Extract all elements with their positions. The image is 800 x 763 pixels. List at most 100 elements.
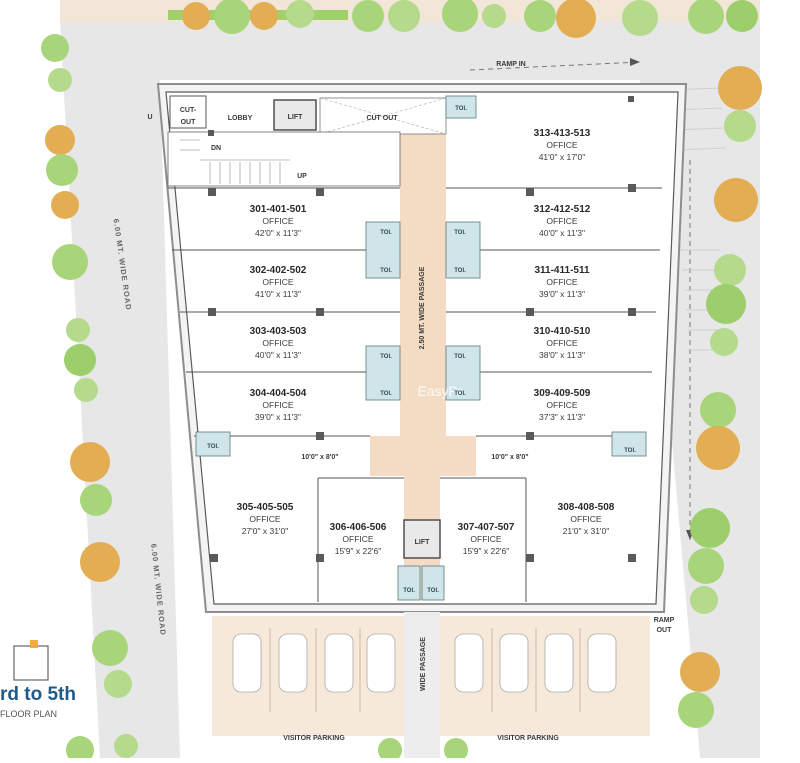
unit-307-number: 307-407-507 bbox=[458, 522, 515, 533]
cut-out-label-2: OUT bbox=[181, 119, 197, 126]
unit-308-type: OFFICE bbox=[570, 514, 601, 524]
visitor-parking-right: VISITOR PARKING bbox=[497, 735, 559, 742]
toilet-label-13: TOI. bbox=[427, 588, 439, 594]
unit-305-type: OFFICE bbox=[249, 514, 280, 524]
legend-marker bbox=[30, 640, 38, 648]
structural-columns bbox=[208, 96, 636, 562]
unit-303-size: 40'0" x 11'3" bbox=[255, 350, 301, 360]
ramp-out-label-2: OUT bbox=[657, 627, 673, 634]
unit-307-size: 15'9" x 22'6" bbox=[463, 546, 510, 556]
unit-303: 303-403-503 OFFICE 40'0" x 11'3" bbox=[250, 326, 307, 360]
lift-bottom-label: LIFT bbox=[415, 539, 430, 546]
unit-312: 312-412-512 OFFICE 40'0" x 11'3" bbox=[534, 204, 591, 238]
floor-title: rd to 5th bbox=[0, 684, 76, 705]
lift-bottom bbox=[403, 519, 441, 559]
toilet-label-12: TOI. bbox=[403, 588, 415, 594]
u-mark: U bbox=[147, 114, 152, 121]
unit-313-number: 313-413-513 bbox=[534, 128, 591, 139]
ramp-in-label: RAMP IN bbox=[496, 61, 525, 68]
dn-label: DN bbox=[211, 145, 221, 152]
unit-301: 301-401-501 OFFICE 42'0" x 11'3" bbox=[250, 204, 307, 238]
unit-312-size: 40'0" x 11'3" bbox=[539, 228, 585, 238]
toilet-label-8: TOI. bbox=[454, 354, 466, 360]
ramp-out-label-1: RAMP bbox=[654, 617, 675, 624]
unit-306-size: 15'9" x 22'6" bbox=[335, 546, 382, 556]
bottom-passage bbox=[404, 612, 440, 758]
unit-306-type: OFFICE bbox=[342, 534, 373, 544]
toilet-label-7: TOI. bbox=[380, 391, 392, 397]
unit-313-size: 41'0" x 17'0" bbox=[539, 152, 586, 162]
unit-302-size: 41'0" x 11'3" bbox=[255, 289, 301, 299]
central-passage bbox=[200, 132, 476, 600]
unit-301-type: OFFICE bbox=[262, 216, 293, 226]
unit-310-number: 310-410-510 bbox=[534, 326, 591, 337]
unit-311: 311-411-511 OFFICE 39'0" x 11'3" bbox=[534, 265, 589, 299]
toilet-label-6: TOI. bbox=[380, 354, 392, 360]
toilet-label-9: TOI. bbox=[454, 391, 466, 397]
unit-309-number: 309-409-509 bbox=[534, 388, 591, 399]
lobby-label: LOBBY bbox=[228, 115, 253, 122]
unit-310: 310-410-510 OFFICE 38'0" x 11'3" bbox=[534, 326, 591, 360]
lift-top-label: LIFT bbox=[288, 114, 303, 121]
unit-312-number: 312-412-512 bbox=[534, 204, 591, 215]
unit-304-number: 304-404-504 bbox=[250, 388, 307, 399]
unit-302-number: 302-402-502 bbox=[250, 265, 307, 276]
cut-out-label-1: CUT- bbox=[180, 107, 197, 114]
unit-304-size: 39'0" x 11'3" bbox=[255, 412, 301, 422]
unit-308-size: 21'0" x 31'0" bbox=[563, 526, 610, 536]
unit-313: 313-413-513 OFFICE 41'0" x 17'0" bbox=[534, 128, 591, 162]
legend-floor-icon bbox=[13, 645, 49, 681]
unit-310-type: OFFICE bbox=[546, 338, 577, 348]
lift-top bbox=[273, 99, 317, 131]
unit-305-number: 305-405-505 bbox=[237, 502, 294, 513]
corridor-right-size: 10'0" x 8'0" bbox=[491, 454, 528, 461]
unit-306: 306-406-506 OFFICE 15'9" x 22'6" bbox=[330, 522, 387, 556]
stair-block bbox=[167, 131, 401, 187]
ramp-in-arrow bbox=[630, 58, 640, 66]
cut-out-box bbox=[169, 95, 207, 129]
trees bbox=[41, 0, 762, 763]
unit-302-type: OFFICE bbox=[262, 277, 293, 287]
unit-310-size: 38'0" x 11'3" bbox=[539, 350, 585, 360]
toilet-label-10: TOI. bbox=[207, 444, 219, 450]
toilet-label-11: TOI. bbox=[624, 448, 636, 454]
floor-subtitle: FLOOR PLAN bbox=[0, 709, 58, 719]
unit-304-type: OFFICE bbox=[262, 400, 293, 410]
unit-307-type: OFFICE bbox=[470, 534, 501, 544]
unit-311-number: 311-411-511 bbox=[534, 265, 589, 276]
toilet-blocks bbox=[195, 95, 647, 601]
cut-out-top-label: CUT OUT bbox=[366, 115, 398, 122]
toilet-label-4: TOI. bbox=[454, 230, 466, 236]
unit-309-size: 37'3" x 11'3" bbox=[539, 412, 585, 422]
unit-306-number: 306-406-506 bbox=[330, 522, 387, 533]
visitor-parking-left: VISITOR PARKING bbox=[283, 735, 345, 742]
passage-vertical-label: 2.50 MT. WIDE PASSAGE bbox=[419, 266, 426, 349]
unit-308: 308-408-508 OFFICE 21'0" x 31'0" bbox=[558, 502, 615, 536]
unit-301-size: 42'0" x 11'3" bbox=[255, 228, 301, 238]
toilet-label-2: TOI. bbox=[380, 230, 392, 236]
parking-dividers bbox=[269, 628, 581, 712]
toilet-label-5: TOI. bbox=[454, 268, 466, 274]
toilet-label-1: TOI. bbox=[455, 106, 467, 112]
up-label: UP bbox=[297, 173, 307, 180]
unit-309: 309-409-509 OFFICE 37'3" x 11'3" bbox=[534, 388, 591, 422]
unit-304: 304-404-504 OFFICE 39'0" x 11'3" bbox=[250, 388, 307, 422]
unit-302: 302-402-502 OFFICE 41'0" x 11'3" bbox=[250, 265, 307, 299]
unit-walls bbox=[168, 187, 662, 602]
unit-305-size: 27'0" x 31'0" bbox=[242, 526, 289, 536]
unit-308-number: 308-408-508 bbox=[558, 502, 615, 513]
unit-312-type: OFFICE bbox=[546, 216, 577, 226]
unit-313-type: OFFICE bbox=[546, 140, 577, 150]
stair-treads bbox=[180, 139, 290, 184]
unit-303-type: OFFICE bbox=[262, 338, 293, 348]
unit-305: 305-405-505 OFFICE 27'0" x 31'0" bbox=[237, 502, 294, 536]
unit-303-number: 303-403-503 bbox=[250, 326, 307, 337]
toilet-label-3: TOI. bbox=[380, 268, 392, 274]
unit-311-type: OFFICE bbox=[546, 277, 577, 287]
unit-309-type: OFFICE bbox=[546, 400, 577, 410]
ramp-in-line bbox=[469, 61, 641, 71]
passage-bottom-label: WIDE PASSAGE bbox=[420, 637, 427, 691]
unit-311-size: 39'0" x 11'3" bbox=[539, 289, 585, 299]
